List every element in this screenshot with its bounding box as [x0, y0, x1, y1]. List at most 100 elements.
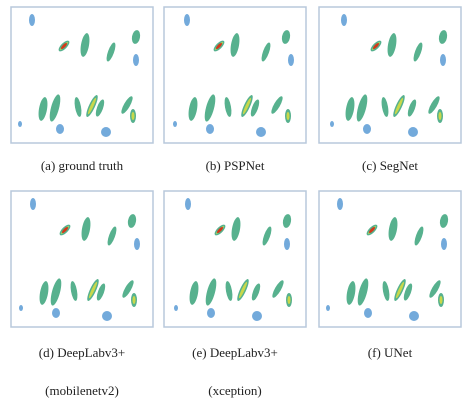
heat-blob: [81, 217, 91, 241]
heat-blob: [133, 54, 139, 66]
heat-blob: [106, 42, 116, 62]
heat-blob: [366, 224, 378, 236]
heat-blob: [70, 281, 78, 301]
heat-blob: [214, 224, 226, 236]
heat-blob: [96, 283, 106, 301]
panel-b-image: [163, 6, 307, 144]
heat-blob: [409, 311, 419, 321]
heat-blob: [204, 94, 216, 122]
heat-blob: [174, 305, 178, 311]
heat-blob: [345, 97, 355, 121]
caption-f: (f) UNet: [367, 345, 413, 360]
panel-f-image: [318, 190, 462, 328]
heat-blob: [382, 281, 390, 301]
heat-blob: [38, 97, 48, 121]
heat-blob: [252, 311, 262, 321]
heat-blob: [403, 283, 413, 301]
heat-blob: [330, 121, 334, 127]
heat-blob: [407, 99, 417, 117]
heat-blob: [439, 214, 449, 228]
heat-blob: [131, 30, 141, 44]
heat-blob: [381, 97, 389, 117]
heat-blob: [272, 280, 284, 298]
heat-blob: [134, 238, 140, 250]
heat-blob: [107, 226, 117, 246]
panel-b-image-svg: [163, 6, 307, 144]
heat-blob: [39, 281, 49, 305]
heat-blob: [429, 280, 441, 298]
heat-blob: [189, 281, 199, 305]
heat-blob: [101, 127, 111, 137]
heat-blob: [173, 121, 177, 127]
heat-blob: [394, 279, 406, 301]
heat-blob: [408, 127, 418, 137]
heat-blob: [441, 238, 447, 250]
heat-blob: [213, 40, 225, 52]
heat-blob: [393, 95, 405, 117]
heat-blob: [87, 279, 99, 301]
heat-blob: [357, 278, 369, 306]
heat-blob: [225, 281, 233, 301]
panel-frame: [10, 6, 154, 144]
heat-blob: [262, 226, 272, 246]
heat-blob: [326, 305, 330, 311]
heat-blob: [188, 97, 198, 121]
heat-blob: [286, 293, 292, 307]
caption-e: (e) DeepLabv3+: [192, 345, 278, 360]
heat-blob: [18, 121, 22, 127]
heat-blob: [256, 127, 266, 137]
caption-c: (c) SegNet: [362, 158, 418, 173]
heat-blob: [237, 279, 249, 301]
panel-a-image: [10, 6, 154, 144]
heat-blob: [363, 124, 371, 134]
heat-blob: [74, 97, 82, 117]
heat-blob: [261, 42, 271, 62]
heat-blob: [50, 278, 62, 306]
heat-blob: [284, 238, 290, 250]
heat-blob: [56, 124, 64, 134]
heat-blob: [281, 30, 291, 44]
heat-blob: [30, 198, 36, 210]
heat-blob: [364, 308, 372, 318]
heat-blob: [127, 214, 137, 228]
caption-e-line2: (xception): [208, 383, 262, 398]
panel-frame: [163, 6, 307, 144]
heat-blob: [95, 99, 105, 117]
heat-blob: [282, 214, 292, 228]
heat-blob: [438, 30, 448, 44]
heat-blob: [224, 97, 232, 117]
heat-blob: [205, 278, 217, 306]
panel-c-image-svg: [318, 6, 462, 144]
heat-blob: [207, 308, 215, 318]
heat-blob: [414, 226, 424, 246]
heat-blob: [122, 280, 134, 298]
panel-d-image-svg: [10, 190, 154, 328]
heat-blob: [185, 198, 191, 210]
heat-blob: [121, 96, 133, 114]
panel-frame: [318, 190, 462, 328]
heat-blob: [49, 94, 61, 122]
heat-blob: [437, 109, 443, 123]
panel-c-image: [318, 6, 462, 144]
panel-frame: [318, 6, 462, 144]
heat-blob: [341, 14, 347, 26]
panel-e-image: [163, 190, 307, 328]
heat-blob: [288, 54, 294, 66]
heat-blob: [102, 311, 112, 321]
heat-blob: [80, 33, 90, 57]
heat-blob: [131, 293, 137, 307]
caption-a: (a) ground truth: [40, 158, 124, 173]
heat-blob: [251, 283, 261, 301]
heat-blob: [130, 109, 136, 123]
panel-f-image-svg: [318, 190, 462, 328]
caption-d-line2: (mobilenetv2): [45, 383, 119, 398]
heat-blob: [271, 96, 283, 114]
panel-frame: [163, 190, 307, 328]
heat-blob: [387, 33, 397, 57]
panel-a-image-svg: [10, 6, 154, 144]
heat-blob: [370, 40, 382, 52]
heat-blob: [440, 54, 446, 66]
caption-b: (b) PSPNet: [205, 158, 265, 173]
heat-blob: [413, 42, 423, 62]
heat-blob: [86, 95, 98, 117]
